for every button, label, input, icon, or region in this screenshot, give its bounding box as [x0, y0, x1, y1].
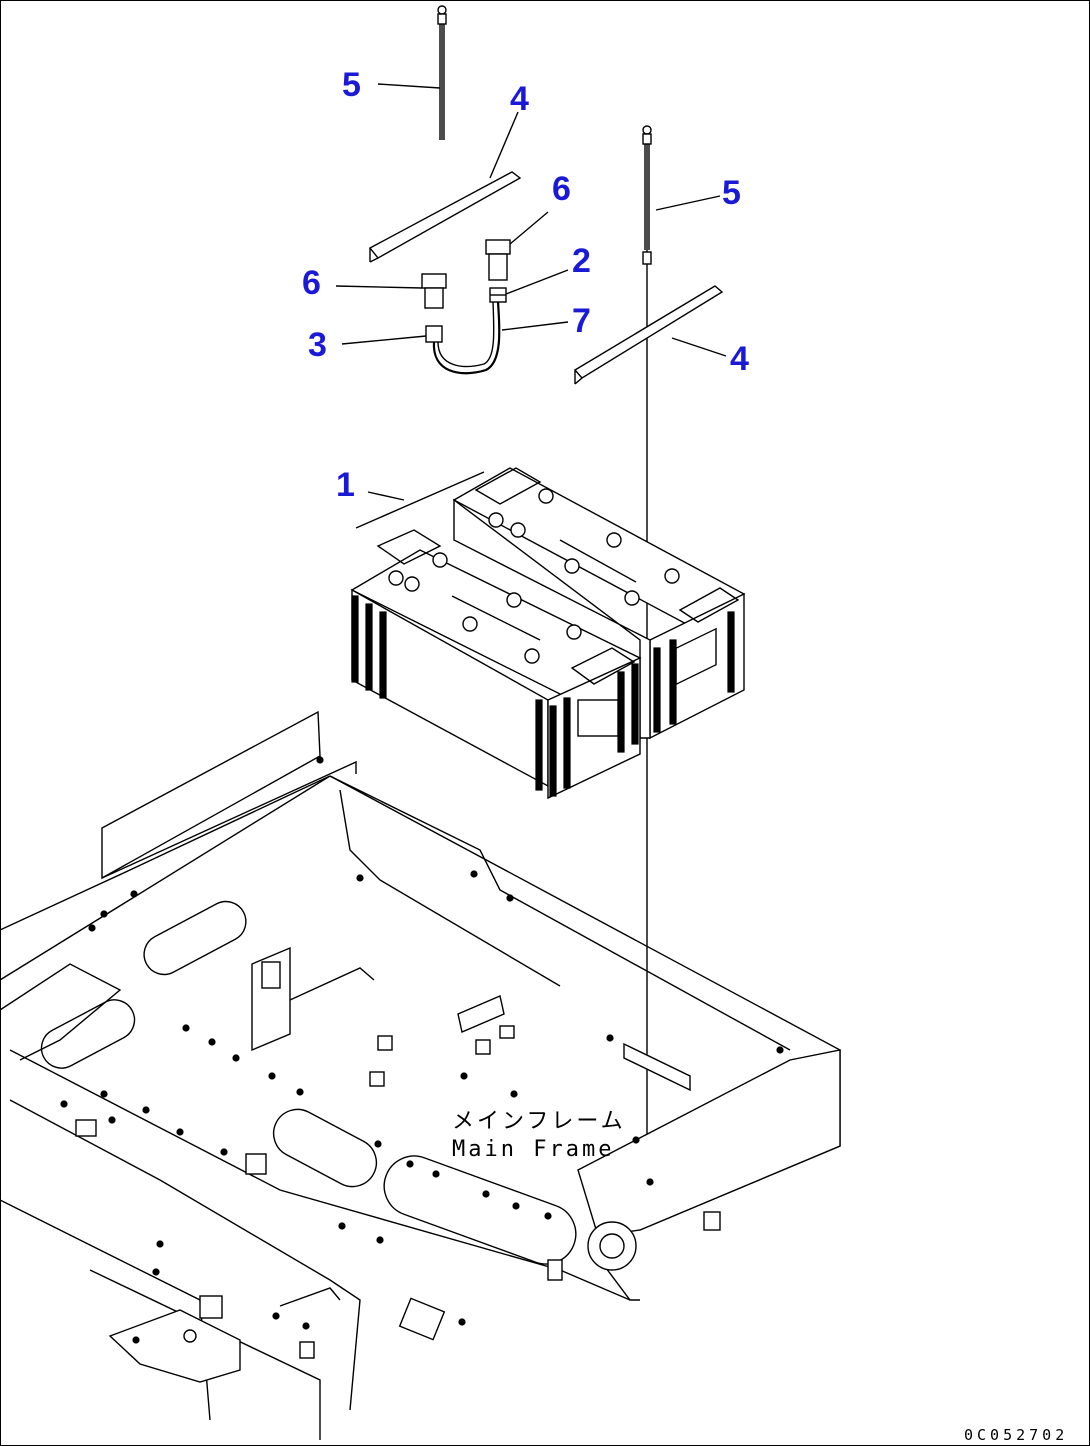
leader-5-top [377, 83, 441, 89]
frame-label-japanese: メインフレーム [452, 1109, 626, 1134]
leader-7 [501, 321, 569, 331]
callout-6-left: 6 [302, 264, 321, 302]
part-2-terminal-clamp [489, 287, 507, 303]
leader-6-right [509, 211, 549, 245]
front-battery-ribs [351, 595, 735, 797]
main-frame [0, 710, 841, 1440]
callout-6-right: 6 [552, 170, 571, 208]
leader-4-top [489, 111, 519, 179]
part-4-bar-right [573, 285, 724, 385]
part-6-terminal-cap-right [485, 239, 511, 281]
part-5-rod-left [437, 5, 447, 140]
part-4-bar-top [368, 171, 522, 263]
part-1-batteries [350, 467, 746, 800]
callout-1: 1 [336, 466, 355, 504]
leader-2 [505, 269, 569, 295]
leader-1 [355, 471, 485, 529]
back-battery-caps [488, 488, 680, 606]
part-6-terminal-cap-left [421, 273, 447, 309]
callout-5-top: 5 [342, 66, 361, 104]
frame-label-english: Main Frame [452, 1137, 614, 1162]
callout-4-top: 4 [510, 80, 529, 118]
leader-4-right [671, 337, 727, 357]
callout-3: 3 [308, 326, 327, 364]
leader-3 [341, 335, 427, 345]
callout-2: 2 [572, 242, 591, 280]
front-battery-caps [388, 552, 582, 664]
callout-7: 7 [572, 302, 591, 340]
part-7-battery-cable [432, 301, 501, 375]
part-3-terminal-clamp [425, 325, 443, 343]
leader-5-right [655, 195, 721, 211]
callout-5-right: 5 [722, 174, 741, 212]
part-5-rod-right [642, 125, 652, 1140]
leader-6-left [335, 285, 423, 289]
document-code: 0C052702 [964, 1426, 1068, 1444]
callout-4-right: 4 [730, 340, 749, 378]
frame-bolt-holes [60, 756, 784, 1344]
